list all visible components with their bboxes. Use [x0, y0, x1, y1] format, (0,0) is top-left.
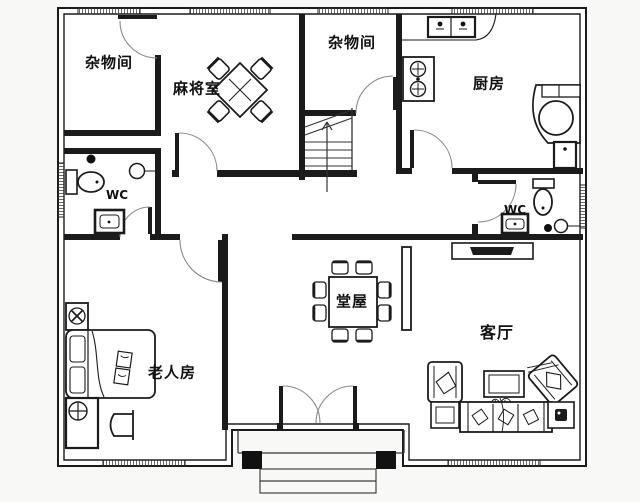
- washbasin-icon: [128, 162, 155, 180]
- door-leaf-wc-right: [478, 180, 516, 184]
- chair-icon: [109, 410, 134, 440]
- porch-step: [259, 480, 377, 494]
- door-arc-entrance-left: [282, 385, 321, 424]
- porch-step: [259, 468, 377, 482]
- room-label-storage-1: 杂物间: [84, 53, 134, 72]
- armchair: [427, 361, 463, 403]
- door-leaf-entrance-right: [353, 386, 357, 423]
- bed: [65, 329, 156, 399]
- washbasin-icon: [553, 218, 580, 234]
- window-bottom-bedroom: [102, 459, 186, 467]
- wc-left-fixtures: [65, 154, 155, 235]
- sink-cabinet-icon: [93, 208, 126, 235]
- room-label-elder-bedroom: 老人房: [147, 363, 197, 382]
- mahjong-chair: [206, 100, 230, 124]
- door-arc-wc-right: [477, 183, 517, 223]
- window-top-mahjong: [189, 7, 271, 15]
- toilet-icon: [65, 169, 105, 195]
- coffee-table: [483, 370, 525, 398]
- door-leaf-wc-left: [148, 207, 152, 234]
- washstand-icon: [64, 396, 100, 450]
- porch-column: [376, 451, 396, 469]
- windows: [57, 7, 587, 467]
- door-leaf-storage1: [118, 15, 157, 19]
- mahjong-table-set: [206, 56, 274, 124]
- sofa: [459, 397, 553, 433]
- door-arc-kitchen: [413, 129, 453, 169]
- door-arc-mahjong: [178, 132, 218, 172]
- sink-cabinet-icon: [500, 212, 530, 235]
- door-leaf-bedroom: [218, 240, 222, 282]
- window-top-kitchen: [451, 7, 534, 15]
- stairs-direction-arrow: [321, 121, 333, 192]
- room-label-wc-left: WC: [105, 188, 129, 202]
- door-arc-storage2: [355, 75, 394, 114]
- door-arcs: [119, 20, 517, 424]
- window-top-storage1: [77, 7, 141, 15]
- kitchen-fixtures: [402, 13, 581, 170]
- door-arc-entrance-right: [315, 385, 354, 424]
- door-leaf-entrance-left: [279, 386, 283, 423]
- door-arc-bedroom: [179, 239, 223, 283]
- window-left-wc: [57, 162, 65, 218]
- living-room-furniture: [427, 242, 579, 433]
- staircase: [299, 108, 357, 192]
- door-leaves: [118, 15, 516, 423]
- room-label-mahjong-room: 麻将室: [172, 79, 222, 98]
- mahjong-chair: [206, 56, 230, 80]
- round-stove-icon: [532, 84, 581, 144]
- side-table: [430, 401, 460, 429]
- water-heater-icon: [552, 140, 578, 170]
- dining-set: [312, 260, 392, 343]
- room-label-storage-2: 杂物间: [327, 33, 377, 52]
- door-arc-storage1: [119, 20, 158, 59]
- interior-walls: [64, 14, 583, 431]
- wc-right-fixtures: [500, 178, 580, 235]
- side-table-lamp: [547, 401, 575, 429]
- door-leaf-kitchen: [410, 130, 414, 168]
- kitchen-counter: [402, 13, 497, 41]
- toilet-icon: [532, 178, 555, 216]
- dining-table: [328, 276, 378, 328]
- tv-cabinet: [451, 242, 534, 260]
- gas-stove-icon: [402, 56, 435, 102]
- room-label-living-room: 客厅: [479, 323, 515, 342]
- window-top-storage2: [317, 7, 389, 15]
- room-label-kitchen: 厨房: [472, 74, 506, 93]
- mahjong-chair: [250, 100, 274, 124]
- mahjong-chair: [250, 56, 274, 80]
- partition-wall: [401, 246, 412, 331]
- nightstand-icon: [65, 302, 89, 331]
- dining-chairs: [312, 260, 392, 343]
- kitchen-sink-icon: [426, 15, 477, 39]
- room-label-main-hall: 堂屋: [335, 292, 369, 311]
- entrance-porch: [237, 430, 405, 494]
- window-right-wc: [579, 184, 587, 229]
- bedroom-furniture: [64, 302, 156, 450]
- armchair: [527, 354, 579, 406]
- floor-drain-icon: [86, 154, 96, 164]
- porch-column: [242, 451, 262, 469]
- door-leaf-mahjong: [175, 133, 179, 170]
- window-bottom-living: [447, 459, 541, 467]
- room-label-wc-right: WC: [503, 203, 527, 217]
- floor-drain-icon: [544, 224, 552, 232]
- door-leaf-storage2: [393, 77, 397, 110]
